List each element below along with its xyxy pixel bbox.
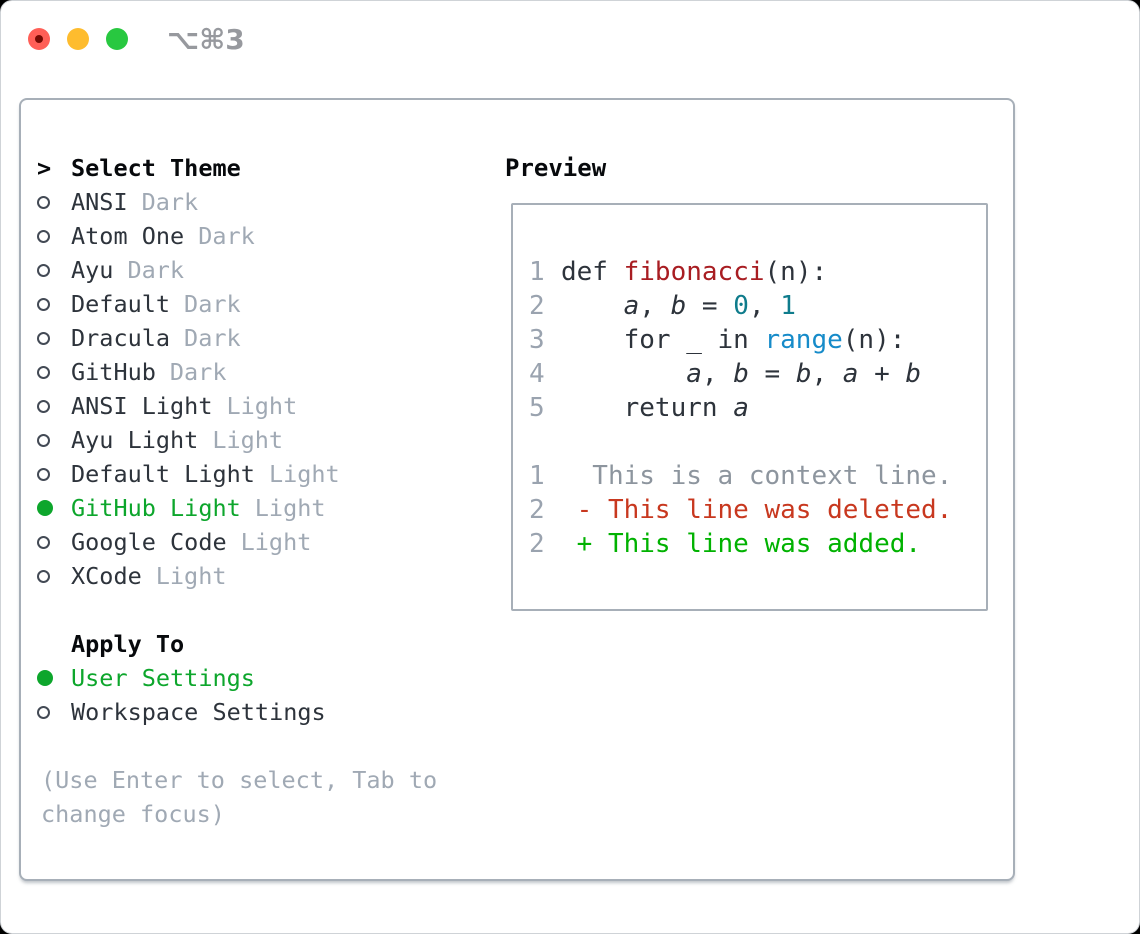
variant-tag: Dark — [169, 358, 227, 386]
variant-tag: Light — [155, 562, 227, 590]
option-label: Google Code — [71, 528, 227, 556]
variant-tag: Light — [212, 426, 284, 454]
theme-item-atom-one[interactable]: Atom One Dark — [37, 219, 340, 253]
window-title: ⌥⌘3 — [167, 23, 245, 56]
option-label: User Settings — [71, 664, 255, 692]
apply-option-user-settings[interactable]: User Settings — [37, 661, 326, 695]
variant-tag: Dark — [127, 256, 185, 284]
variant-tag: Light — [226, 392, 298, 420]
radio-icon — [37, 365, 50, 379]
line-number: 3 — [529, 325, 545, 355]
diff-preview: 1 This is a context line. 2 - This line w… — [513, 459, 986, 561]
minimize-button[interactable] — [67, 28, 89, 50]
option-label: Default Light — [71, 460, 255, 488]
theme-item-ayu-light[interactable]: Ayu Light Light — [37, 423, 340, 457]
theme-item-default-light[interactable]: Default Light Light — [37, 457, 340, 491]
option-label: Atom One — [71, 222, 185, 250]
option-label: XCode — [71, 562, 142, 590]
theme-item-ansi-light[interactable]: ANSI Light Light — [37, 389, 340, 423]
preview-line: 2 + This line was added. — [529, 529, 922, 559]
variant-tag: Light — [268, 460, 340, 488]
line-number: 1 — [529, 461, 545, 491]
preview-line: 2 a, b = 0, 1 — [529, 291, 796, 321]
theme-list-header: > Select Theme — [37, 151, 340, 185]
radio-icon — [37, 263, 50, 277]
apply-to-header: Apply To — [37, 627, 326, 661]
close-button[interactable] — [28, 28, 50, 50]
theme-item-ansi[interactable]: ANSI Dark — [37, 185, 340, 219]
theme-item-default[interactable]: Default Dark — [37, 287, 340, 321]
option-label: Dracula — [71, 324, 171, 352]
cursor-caret-icon: > — [37, 154, 52, 182]
line-number: 1 — [529, 257, 545, 287]
preview-line: 2 - This line was deleted. — [529, 495, 953, 525]
option-label: Ayu Light — [71, 426, 199, 454]
radio-icon — [37, 535, 50, 549]
option-label: ANSI Light — [71, 392, 213, 420]
line-number: 4 — [529, 359, 545, 389]
theme-item-ayu[interactable]: Ayu Dark — [37, 253, 340, 287]
option-label: GitHub — [71, 358, 156, 386]
variant-tag: Dark — [141, 188, 199, 216]
radio-icon — [37, 399, 50, 413]
unsaved-changes-dot-icon — [35, 35, 43, 43]
zoom-button[interactable] — [106, 28, 128, 50]
option-label: Ayu — [71, 256, 114, 284]
preview-line: 5 return a — [529, 393, 749, 423]
preview-line: 3 for _ in range(n): — [529, 325, 906, 355]
preview-line: 1 This is a context line. — [529, 461, 953, 491]
variant-tag: Dark — [184, 324, 241, 352]
variant-tag: Light — [240, 528, 312, 556]
theme-item-github[interactable]: GitHub Dark — [37, 355, 340, 389]
radio-selected-icon — [37, 500, 53, 516]
line-number: 2 — [529, 291, 545, 321]
theme-list-title: Select Theme — [71, 154, 241, 182]
hint-text: (Use Enter to select, Tab to change focu… — [41, 766, 438, 828]
theme-item-github-light[interactable]: GitHub Light Light — [37, 491, 340, 525]
theme-item-xcode[interactable]: XCode Light — [37, 559, 340, 593]
variant-tag: Dark — [184, 290, 241, 318]
radio-icon — [37, 297, 50, 311]
radio-icon — [37, 195, 50, 209]
option-label: ANSI — [71, 188, 128, 216]
line-number: 2 — [529, 529, 545, 559]
theme-item-google-code[interactable]: Google Code Light — [37, 525, 340, 559]
radio-icon — [37, 705, 50, 719]
preview-title: Preview — [505, 154, 607, 182]
variant-tag: Light — [254, 494, 326, 522]
radio-selected-icon — [37, 670, 53, 686]
radio-icon — [37, 331, 50, 345]
radio-icon — [37, 467, 50, 481]
preview-line: 4 a, b = b, a + b — [529, 359, 922, 389]
option-label: Workspace Settings — [71, 698, 326, 726]
radio-icon — [37, 569, 50, 583]
option-label: Default — [71, 290, 171, 318]
line-number: 5 — [529, 393, 545, 423]
radio-icon — [37, 229, 50, 243]
line-number: 2 — [529, 495, 545, 525]
apply-option-workspace-settings[interactable]: Workspace Settings — [37, 695, 326, 729]
apply-to-title: Apply To — [71, 630, 185, 658]
theme-item-dracula[interactable]: Dracula Dark — [37, 321, 340, 355]
variant-tag: Dark — [198, 222, 255, 250]
radio-icon — [37, 433, 50, 447]
option-label: GitHub Light — [71, 494, 241, 522]
